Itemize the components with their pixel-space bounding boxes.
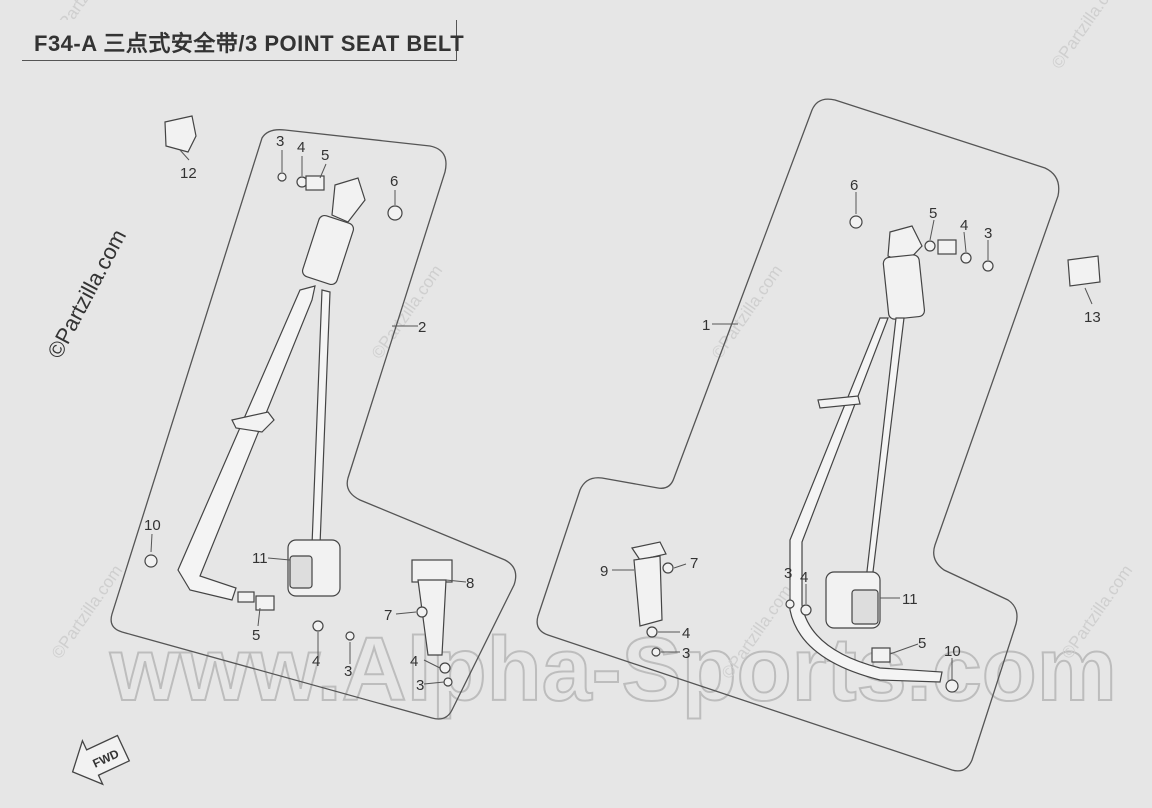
left-webbing-shoulder xyxy=(177,285,316,601)
callout-left-5-top: 5 xyxy=(321,147,329,164)
callout-left-2: 2 xyxy=(418,319,426,336)
left-webbing-vertical xyxy=(311,289,331,546)
callout-right-5-top: 5 xyxy=(929,205,937,222)
right-bolt-10 xyxy=(945,679,959,693)
right-buckle-strap xyxy=(633,555,663,627)
callout-left-3-top: 3 xyxy=(276,133,284,150)
callout-right-9: 9 xyxy=(600,563,608,580)
callout-right-3-top: 3 xyxy=(984,225,992,242)
left-buckle-strap xyxy=(417,579,447,656)
leader-lines xyxy=(150,149,1093,685)
callout-left-3-buckle: 3 xyxy=(416,677,424,694)
callout-left-12: 12 xyxy=(180,165,197,182)
page-title: F34-A 三点式安全带/3 POINT SEAT BELT xyxy=(34,31,465,56)
callout-left-5-bottom: 5 xyxy=(252,627,260,644)
right-bolt-6 xyxy=(849,215,863,229)
callout-right-13: 13 xyxy=(1084,309,1101,326)
callout-right-4-top: 4 xyxy=(960,217,968,234)
callout-right-10: 10 xyxy=(944,643,961,660)
callout-right-3-ret: 3 xyxy=(784,565,792,582)
watermark-main: www.Alpha-Sports.com xyxy=(109,620,1117,720)
callout-left-7: 7 xyxy=(384,607,392,624)
callout-left-3-bottom: 3 xyxy=(344,663,352,680)
left-seat-belt xyxy=(144,115,453,687)
left-belt-guide xyxy=(231,411,275,433)
callout-left-10: 10 xyxy=(144,517,161,534)
right-cover-13 xyxy=(1067,255,1101,287)
callout-right-6: 6 xyxy=(850,177,858,194)
watermark-small: ©Partzilla.com xyxy=(708,261,787,362)
callout-right-11: 11 xyxy=(902,591,918,608)
fwd-arrow: FWD xyxy=(71,734,131,786)
right-nut-3-mid xyxy=(651,647,661,657)
callout-left-6: 6 xyxy=(390,173,398,190)
callout-left-4-top: 4 xyxy=(297,139,305,156)
left-plate-5-top xyxy=(305,175,325,191)
callout-right-1: 1 xyxy=(702,317,710,334)
left-cover-12 xyxy=(164,115,197,153)
callout-right-5-bottom: 5 xyxy=(918,635,926,652)
callout-left-8: 8 xyxy=(466,575,474,592)
left-washer-4-bottom xyxy=(312,620,324,632)
callout-right-7: 7 xyxy=(690,555,698,572)
callout-left-11: 11 xyxy=(252,550,268,567)
left-anchor-plate xyxy=(331,177,366,223)
watermark-side: ©Partzilla.com xyxy=(42,225,131,362)
right-nut-3-ret xyxy=(785,599,795,609)
left-nut-3-bottom xyxy=(345,631,355,641)
left-assembly-outline xyxy=(110,129,517,720)
right-seat-belt xyxy=(631,215,1101,693)
right-buckle-tongue xyxy=(631,541,667,561)
callout-right-4-mid: 4 xyxy=(682,625,690,642)
right-bolt-7 xyxy=(662,562,674,574)
right-washer-5-top xyxy=(924,240,936,252)
left-washer-4-buckle xyxy=(439,662,451,674)
right-plate-5-bottom xyxy=(871,647,891,663)
right-washer-4-ret xyxy=(800,604,812,616)
right-washer-4-top xyxy=(960,252,972,264)
left-nut-3-buckle xyxy=(443,677,453,687)
callout-left-4-buckle: 4 xyxy=(410,653,418,670)
right-belt-boot xyxy=(882,254,926,320)
watermark-small: ©Partzilla.com xyxy=(1048,0,1127,72)
left-belt-boot xyxy=(301,214,355,286)
callout-right-3-mid: 3 xyxy=(682,645,690,662)
callout-left-4-bottom: 4 xyxy=(312,653,320,670)
right-washer-4-mid xyxy=(646,626,658,638)
left-bolt-7 xyxy=(416,606,428,618)
right-belt-guide xyxy=(817,395,861,409)
callouts: 3 4 5 6 12 2 10 11 5 4 3 8 7 4 3 6 5 4 3… xyxy=(144,133,1101,694)
left-bolt-6 xyxy=(387,205,403,221)
callout-right-4-ret: 4 xyxy=(800,569,808,586)
right-assembly-outline xyxy=(536,98,1060,772)
left-bolt-10 xyxy=(144,554,158,568)
left-nut-3-top xyxy=(277,172,287,182)
left-lower-anchor xyxy=(237,591,255,603)
left-buckle-tongue xyxy=(411,559,453,583)
watermark-small: ©Partzilla.com xyxy=(368,261,447,362)
right-nut-3-top xyxy=(982,260,994,272)
right-plate-4-top xyxy=(937,239,957,255)
title-frame xyxy=(22,20,457,61)
left-plate-5-bottom xyxy=(255,595,275,611)
right-webbing-shoulder xyxy=(789,317,943,683)
